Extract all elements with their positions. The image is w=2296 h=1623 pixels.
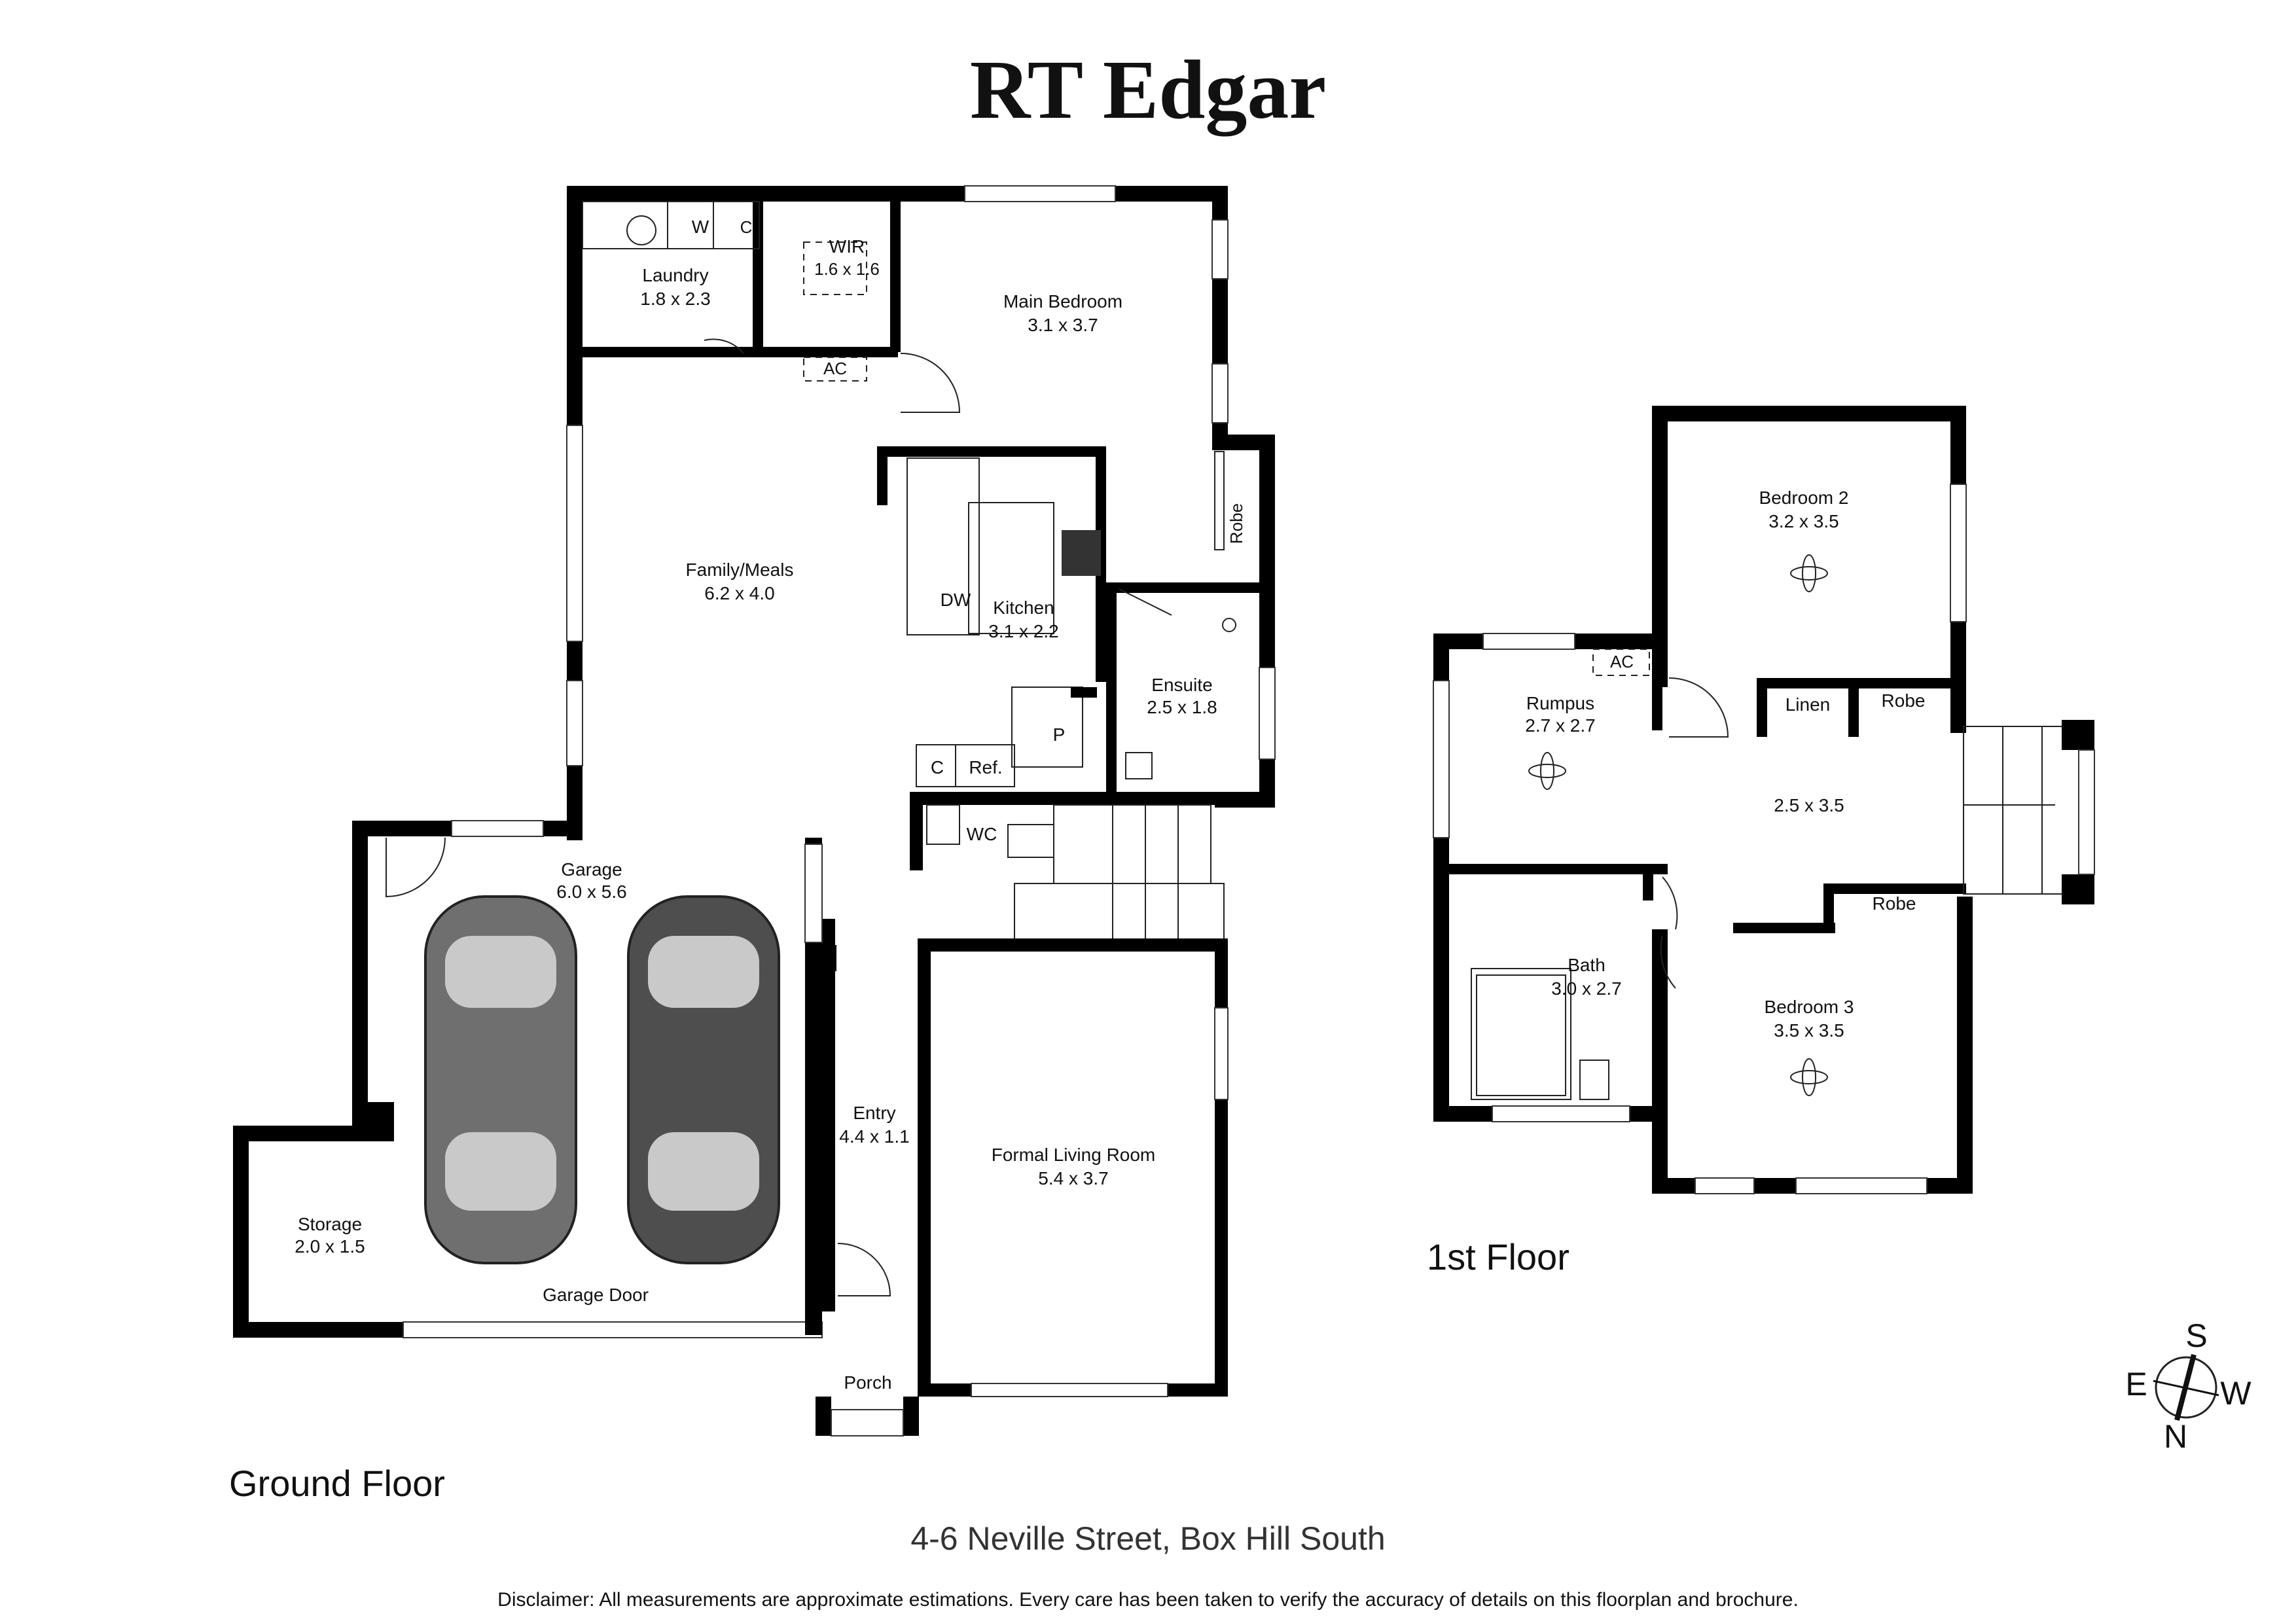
garage-label: Garage bbox=[561, 859, 622, 880]
compass-icon: S E W N bbox=[2125, 1317, 2251, 1455]
bath-label: Bath bbox=[1568, 955, 1605, 975]
rumpus-size: 2.7 x 2.7 bbox=[1525, 715, 1595, 736]
entry-label: Entry bbox=[853, 1103, 895, 1123]
fridge-label: Ref. bbox=[969, 757, 1002, 777]
compass-south: S bbox=[2185, 1317, 2207, 1354]
first-floor-plan: Bedroom 2 3.2 x 3.5 AC Rumpus 2.7 x 2.7 … bbox=[1433, 406, 2095, 1194]
compass-east: E bbox=[2125, 1366, 2147, 1402]
kitchen-size: 3.1 x 2.2 bbox=[988, 621, 1058, 641]
robe-label-bedroom3: Robe bbox=[1873, 893, 1916, 914]
linen-label: Linen bbox=[1785, 694, 1831, 715]
wir-label: WIR bbox=[829, 236, 865, 257]
property-address: 4-6 Neville Street, Box Hill South bbox=[910, 1520, 1385, 1557]
kitchen-label: Kitchen bbox=[993, 597, 1054, 618]
formal-living-label: Formal Living Room bbox=[992, 1145, 1156, 1165]
main-bedroom-size: 3.1 x 3.7 bbox=[1028, 315, 1098, 335]
car-right-icon bbox=[627, 895, 780, 1264]
bath-size: 3.0 x 2.7 bbox=[1551, 978, 1621, 999]
ensuite-label: Ensuite bbox=[1151, 675, 1212, 695]
robe-label-ground: Robe bbox=[1227, 503, 1246, 544]
storage-size: 2.0 x 1.5 bbox=[295, 1236, 365, 1257]
wc-label: WC bbox=[967, 824, 997, 844]
compass-north: N bbox=[2164, 1418, 2187, 1455]
family-meals-label: Family/Meals bbox=[686, 560, 794, 580]
pantry-label: P bbox=[1053, 724, 1066, 745]
formal-living-size: 5.4 x 3.7 bbox=[1038, 1168, 1108, 1188]
car-left-icon bbox=[424, 895, 577, 1264]
garage-size: 6.0 x 5.6 bbox=[556, 882, 626, 902]
porch-label: Porch bbox=[844, 1372, 891, 1393]
family-meals-size: 6.2 x 4.0 bbox=[704, 583, 774, 603]
bedroom2-label: Bedroom 2 bbox=[1759, 488, 1849, 508]
laundry-label: Laundry bbox=[642, 265, 708, 285]
brand-logo: RT Edgar bbox=[970, 43, 1326, 136]
ceiling-fan-icon bbox=[1790, 1058, 1828, 1096]
cupboard-label: C bbox=[740, 217, 753, 237]
wir-size: 1.6 x 1.6 bbox=[814, 259, 880, 279]
ac-label-ground: AC bbox=[823, 359, 847, 378]
storage-label: Storage bbox=[298, 1214, 362, 1234]
laundry-size: 1.8 x 2.3 bbox=[640, 289, 710, 309]
ceiling-fan-icon bbox=[1790, 554, 1828, 592]
disclaimer: Disclaimer: All measurements are approxi… bbox=[497, 1589, 1799, 1611]
first-floor-title: 1st Floor bbox=[1427, 1236, 1570, 1277]
ground-floor-plan: Laundry 1.8 x 2.3 W C WIR 1.6 x 1.6 AC M… bbox=[233, 185, 1276, 1436]
garage-door-label: Garage Door bbox=[543, 1285, 649, 1305]
main-bedroom-label: Main Bedroom bbox=[1003, 291, 1122, 312]
ceiling-fan-icon bbox=[1528, 752, 1566, 790]
bedroom3-label: Bedroom 3 bbox=[1765, 997, 1854, 1017]
washer-label: W bbox=[692, 217, 709, 237]
bedroom3-size: 3.5 x 3.5 bbox=[1774, 1020, 1844, 1041]
kitchen-cupboard-label: C bbox=[931, 757, 944, 777]
entry-size: 4.4 x 1.1 bbox=[839, 1126, 909, 1147]
dishwasher-label: DW bbox=[941, 590, 971, 610]
bedroom2-size: 3.2 x 3.5 bbox=[1768, 511, 1839, 531]
rumpus-label: Rumpus bbox=[1526, 693, 1594, 713]
compass-west: W bbox=[2220, 1375, 2251, 1412]
hall-size: 2.5 x 3.5 bbox=[1774, 795, 1844, 815]
ensuite-size: 2.5 x 1.8 bbox=[1147, 697, 1217, 717]
robe-label-bedroom2: Robe bbox=[1882, 690, 1926, 711]
ac-label-first: AC bbox=[1610, 652, 1634, 671]
ground-floor-title: Ground Floor bbox=[229, 1463, 445, 1504]
